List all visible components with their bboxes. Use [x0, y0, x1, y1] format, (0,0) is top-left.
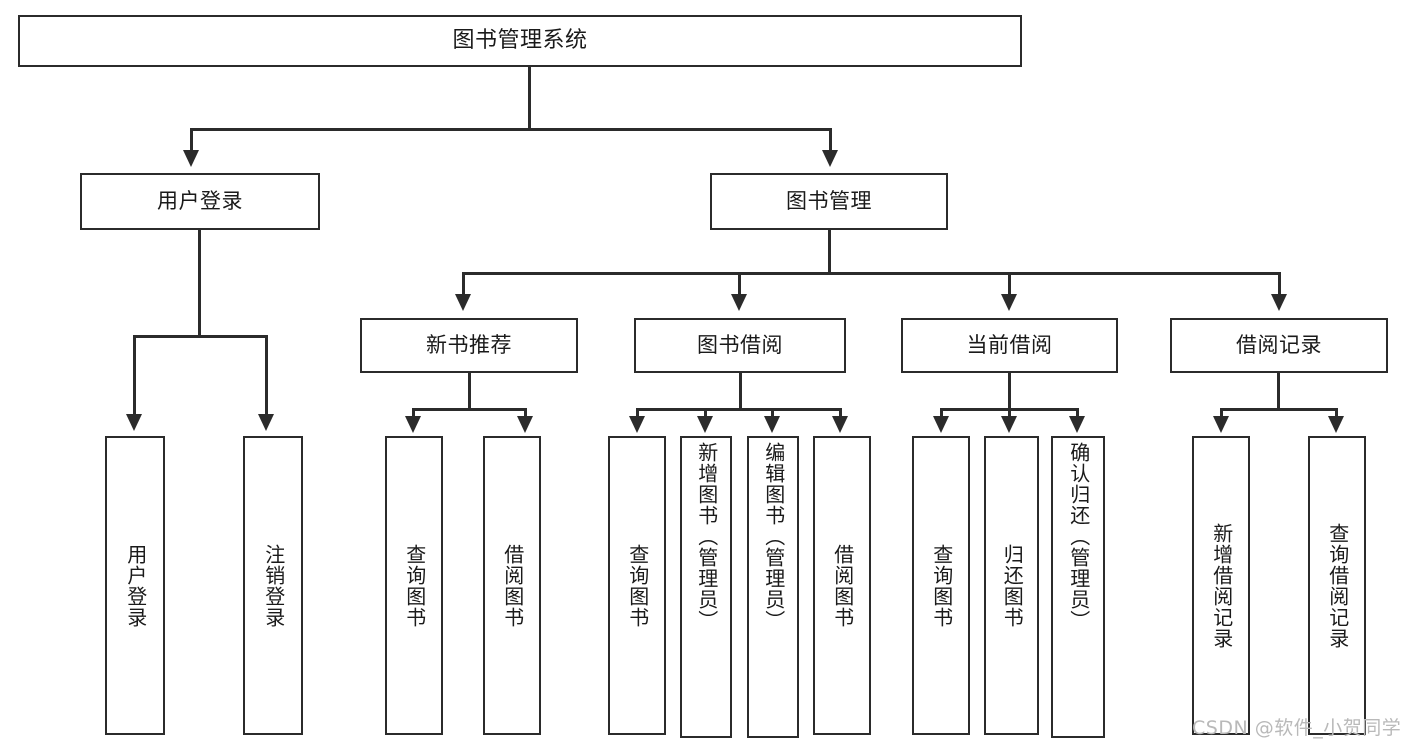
node-leaf-add-book[interactable]: 新增图书（管理员）	[680, 436, 732, 738]
connector-drop-leaf-query-book-3	[940, 408, 943, 418]
node-leaf-user-logout[interactable]: 注销登录	[243, 436, 303, 735]
node-leaf-borrow-book-2-label: 借阅图书	[830, 543, 855, 628]
arrowhead-leaf-query-book-2	[629, 416, 645, 433]
connector-drop-leaf-query-book-1	[412, 408, 415, 418]
connector-drop-new-book	[462, 272, 465, 296]
connector-level2-bus	[462, 272, 1281, 275]
connector-drop-leaf-user-logout	[265, 335, 268, 416]
connector-drop-current-borrow	[1008, 272, 1011, 296]
arrowhead-new-book	[455, 294, 471, 311]
node-leaf-query-book-2[interactable]: 查询图书	[608, 436, 666, 735]
connector-current-borrow-stem	[1008, 373, 1011, 410]
node-leaf-query-record[interactable]: 查询借阅记录	[1308, 436, 1366, 735]
node-leaf-edit-book-label: 编辑图书（管理员）	[761, 442, 786, 631]
arrowhead-leaf-confirm-return	[1069, 416, 1085, 433]
connector-drop-leaf-confirm-return	[1076, 408, 1079, 418]
node-leaf-confirm-return-label: 确认归还（管理员）	[1066, 442, 1091, 631]
connector-drop-leaf-edit-book	[771, 408, 774, 418]
connector-drop-leaf-add-book	[704, 408, 707, 418]
arrowhead-leaf-borrow-book-2	[832, 416, 848, 433]
arrowhead-leaf-add-record	[1213, 416, 1229, 433]
connector-level1-bus	[190, 128, 832, 131]
connector-root-stem	[528, 67, 531, 130]
node-leaf-borrow-book-1-label: 借阅图书	[500, 543, 525, 628]
connector-drop-user-login	[190, 128, 193, 152]
node-leaf-edit-book[interactable]: 编辑图书（管理员）	[747, 436, 799, 738]
node-leaf-query-record-label: 查询借阅记录	[1325, 522, 1350, 649]
node-leaf-borrow-book-1[interactable]: 借阅图书	[483, 436, 541, 735]
arrowhead-book-manage	[822, 150, 838, 167]
node-new-book-recommend-label: 新书推荐	[426, 332, 512, 357]
connector-drop-leaf-query-record	[1335, 408, 1338, 418]
connector-book-borrow-stem	[739, 373, 742, 410]
arrowhead-leaf-query-record	[1328, 416, 1344, 433]
node-leaf-query-book-1[interactable]: 查询图书	[385, 436, 443, 735]
node-leaf-confirm-return[interactable]: 确认归还（管理员）	[1051, 436, 1105, 738]
connector-drop-leaf-borrow-book-1	[524, 408, 527, 418]
arrowhead-leaf-query-book-1	[405, 416, 421, 433]
node-leaf-user-logout-label: 注销登录	[261, 543, 286, 628]
node-leaf-query-book-3[interactable]: 查询图书	[912, 436, 970, 735]
arrowhead-leaf-return-book	[1001, 416, 1017, 433]
connector-book-manage-stem	[828, 230, 831, 274]
arrowhead-user-login	[183, 150, 199, 167]
node-new-book-recommend[interactable]: 新书推荐	[360, 318, 578, 373]
connector-drop-borrow-record	[1278, 272, 1281, 296]
node-leaf-user-login-label: 用户登录	[123, 543, 148, 628]
connector-user-login-bus	[133, 335, 268, 338]
connector-drop-leaf-return-book	[1008, 408, 1011, 418]
node-book-borrow-label: 图书借阅	[697, 332, 783, 357]
node-user-login-label: 用户登录	[157, 188, 243, 213]
node-leaf-add-record[interactable]: 新增借阅记录	[1192, 436, 1250, 735]
connector-drop-leaf-user-login	[133, 335, 136, 416]
connector-drop-leaf-add-record	[1220, 408, 1223, 418]
node-book-manage[interactable]: 图书管理	[710, 173, 948, 230]
arrowhead-leaf-borrow-book-1	[517, 416, 533, 433]
node-leaf-borrow-book-2[interactable]: 借阅图书	[813, 436, 871, 735]
node-root-label: 图书管理系统	[452, 27, 588, 53]
arrowhead-book-borrow	[731, 294, 747, 311]
connector-drop-book-borrow	[738, 272, 741, 296]
node-book-borrow[interactable]: 图书借阅	[634, 318, 846, 373]
node-user-login[interactable]: 用户登录	[80, 173, 320, 230]
connector-drop-leaf-query-book-2	[636, 408, 639, 418]
connector-book-borrow-bus	[636, 408, 842, 411]
connector-borrow-record-bus	[1220, 408, 1338, 411]
node-leaf-return-book[interactable]: 归还图书	[984, 436, 1039, 735]
connector-drop-book-manage	[829, 128, 832, 152]
node-root-system[interactable]: 图书管理系统	[18, 15, 1022, 67]
node-borrow-record-label: 借阅记录	[1236, 332, 1322, 357]
node-borrow-record[interactable]: 借阅记录	[1170, 318, 1388, 373]
node-leaf-query-book-3-label: 查询图书	[929, 543, 954, 628]
node-leaf-add-record-label: 新增借阅记录	[1209, 522, 1234, 649]
arrowhead-leaf-user-logout	[258, 414, 274, 431]
connector-borrow-record-stem	[1277, 373, 1280, 410]
node-leaf-add-book-label: 新增图书（管理员）	[694, 442, 719, 631]
connector-new-book-stem	[468, 373, 471, 410]
connector-drop-leaf-borrow-book-2	[839, 408, 842, 418]
node-current-borrow[interactable]: 当前借阅	[901, 318, 1118, 373]
node-leaf-query-book-1-label: 查询图书	[402, 543, 427, 628]
connector-new-book-bus	[412, 408, 527, 411]
connector-user-login-stem	[198, 230, 201, 337]
arrowhead-leaf-query-book-3	[933, 416, 949, 433]
node-current-borrow-label: 当前借阅	[966, 332, 1053, 357]
node-leaf-user-login[interactable]: 用户登录	[105, 436, 165, 735]
node-book-manage-label: 图书管理	[786, 188, 872, 213]
node-leaf-return-book-label: 归还图书	[1000, 543, 1025, 628]
arrowhead-borrow-record	[1271, 294, 1287, 311]
arrowhead-leaf-user-login	[126, 414, 142, 431]
arrowhead-current-borrow	[1001, 294, 1017, 311]
arrowhead-leaf-add-book	[697, 416, 713, 433]
node-leaf-query-book-2-label: 查询图书	[625, 543, 650, 628]
arrowhead-leaf-edit-book	[764, 416, 780, 433]
